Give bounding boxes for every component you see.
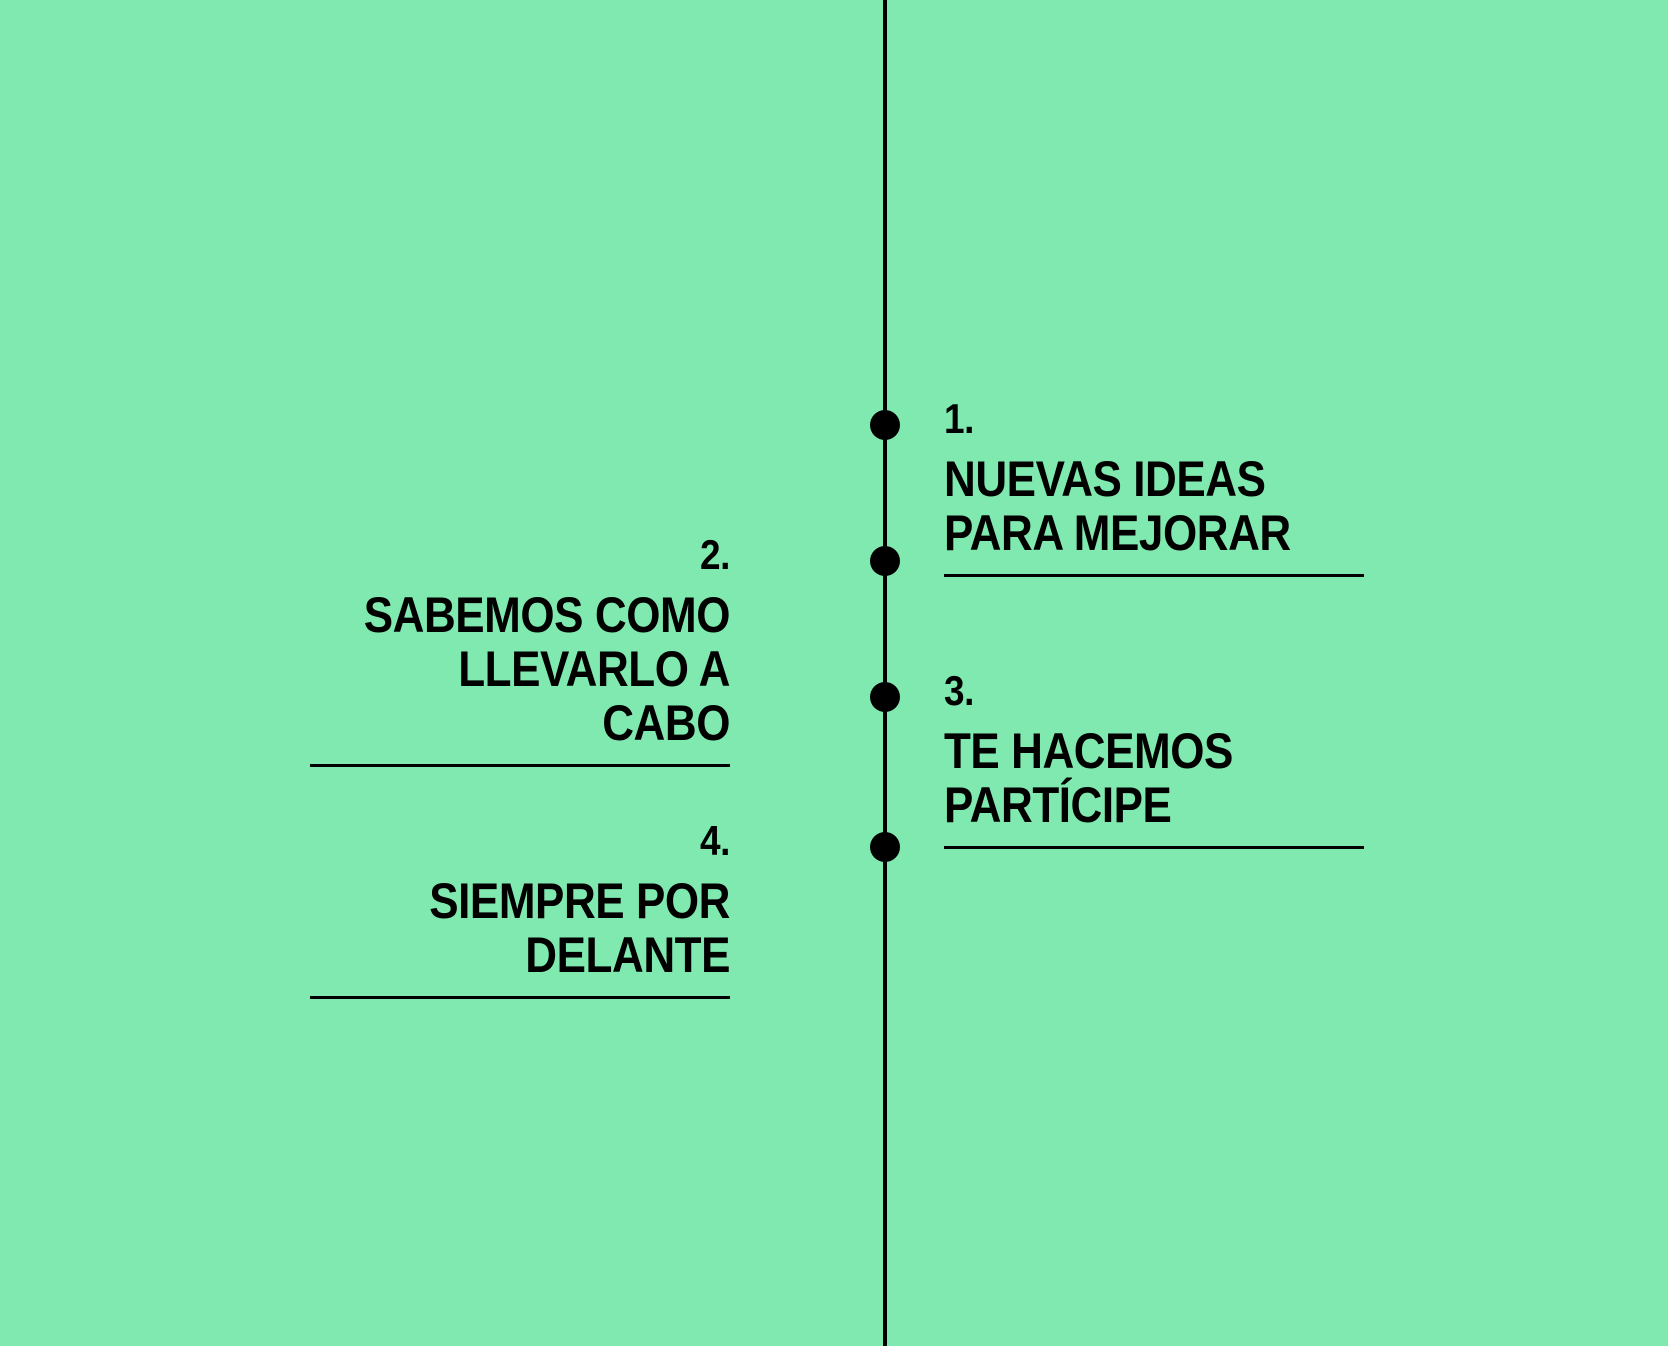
timeline-item-1-rule: [944, 574, 1364, 577]
timeline-item-4-title: SIEMPRE POR DELANTE: [429, 873, 730, 983]
timeline-item-2-rule: [310, 764, 730, 767]
timeline-item-3: 3. TE HACEMOS PARTÍCIPE: [944, 670, 1364, 849]
timeline-item-4: 4. SIEMPRE POR DELANTE: [310, 820, 730, 999]
timeline-item-3-title: TE HACEMOS PARTÍCIPE: [944, 723, 1233, 833]
timeline-item-2-title: SABEMOS COMO LLEVARLO A CABO: [363, 587, 731, 751]
timeline-node-dot-2: [870, 546, 900, 576]
timeline-axis-line: [883, 0, 887, 1346]
timeline-item-2: 2. SABEMOS COMO LLEVARLO A CABO: [310, 534, 730, 767]
timeline-item-1-number: 1.: [944, 395, 974, 442]
timeline-item-3-number: 3.: [944, 667, 974, 714]
timeline-item-4-number: 4.: [700, 817, 730, 864]
timeline-item-4-rule: [310, 996, 730, 999]
timeline-item-3-rule: [944, 846, 1364, 849]
timeline-node-dot-3: [870, 682, 900, 712]
timeline-item-1-title: NUEVAS IDEAS PARA MEJORAR: [944, 451, 1291, 561]
timeline-node-dot-4: [870, 832, 900, 862]
timeline-node-dot-1: [870, 410, 900, 440]
timeline-item-1: 1. NUEVAS IDEAS PARA MEJORAR: [944, 398, 1364, 577]
timeline-item-2-number: 2.: [700, 531, 730, 578]
